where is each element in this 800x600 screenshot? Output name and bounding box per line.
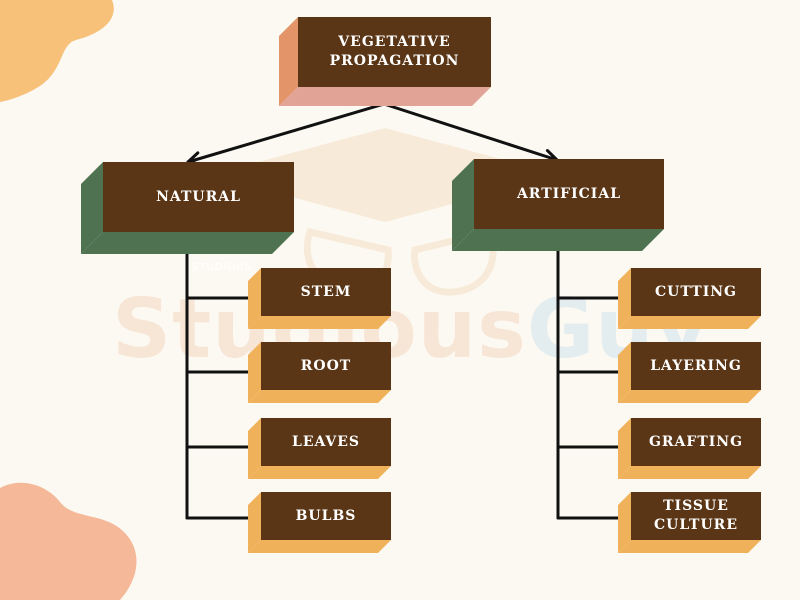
arrow-to-artificial-line — [382, 102, 559, 162]
natural-child-1-side — [248, 268, 261, 329]
natural-child-4-side — [248, 492, 261, 553]
branch-natural-bottom — [81, 232, 294, 254]
natural-child-2-bottom — [248, 390, 391, 403]
branch-natural-front — [103, 162, 294, 232]
natural-child-2-front — [261, 342, 391, 390]
artificial-child-1-side — [618, 268, 631, 329]
natural-child-4-bottom — [248, 540, 391, 553]
artificial-child-2-side — [618, 342, 631, 403]
natural-child-3-front — [261, 418, 391, 466]
artificial-child-4-label: TISSUE CULTURE — [654, 498, 738, 533]
artificial-child-3-label: GRAFTING — [648, 433, 744, 450]
artificial-child-4-bottom — [618, 540, 761, 553]
natural-child-4-label: BULBS — [295, 507, 357, 524]
root-node-side — [279, 17, 298, 106]
natural-child-1-front — [261, 268, 391, 316]
root-node-label: VEGETATIVE PROPAGATION — [329, 34, 460, 69]
natural-child-2-label: ROOT — [300, 357, 352, 374]
natural-child-3-label: LEAVES — [291, 433, 360, 450]
branch-artificial-bottom — [452, 229, 664, 251]
natural-child-2-side — [248, 342, 261, 403]
arrow-to-natural-line — [186, 102, 386, 164]
branch-natural-label: NATURAL — [156, 188, 241, 205]
artificial-child-3-front — [631, 418, 761, 466]
artificial-child-2-front — [631, 342, 761, 390]
artificial-child-2-bottom — [618, 390, 761, 403]
artificial-child-2-label: LAYERING — [650, 357, 742, 374]
artificial-child-3-side — [618, 418, 631, 479]
artificial-child-4-side — [618, 492, 631, 553]
artificial-child-1-bottom — [618, 316, 761, 329]
root-node-bottom — [279, 87, 491, 106]
natural-child-3-bottom — [248, 466, 391, 479]
branch-natural-side — [81, 162, 103, 254]
natural-child-3-side — [248, 418, 261, 479]
decor-blob-bottom-left — [0, 482, 137, 600]
natural-child-1-label: STEM — [300, 283, 352, 300]
natural-child-1-bottom — [248, 316, 391, 329]
root-node-front — [298, 17, 491, 87]
artificial-child-1-front — [631, 268, 761, 316]
artificial-child-1-label: CUTTING — [655, 283, 737, 300]
decor-blob-top-left — [0, 0, 114, 102]
watermark-small-text: STUDIOUS — [192, 262, 252, 273]
natural-child-4-front — [261, 492, 391, 540]
branch-artificial-side — [452, 159, 474, 251]
branch-artificial-front — [474, 159, 664, 229]
artificial-child-4-front — [631, 492, 761, 540]
branch-artificial-label: ARTIFICIAL — [516, 185, 622, 202]
artificial-child-3-bottom — [618, 466, 761, 479]
